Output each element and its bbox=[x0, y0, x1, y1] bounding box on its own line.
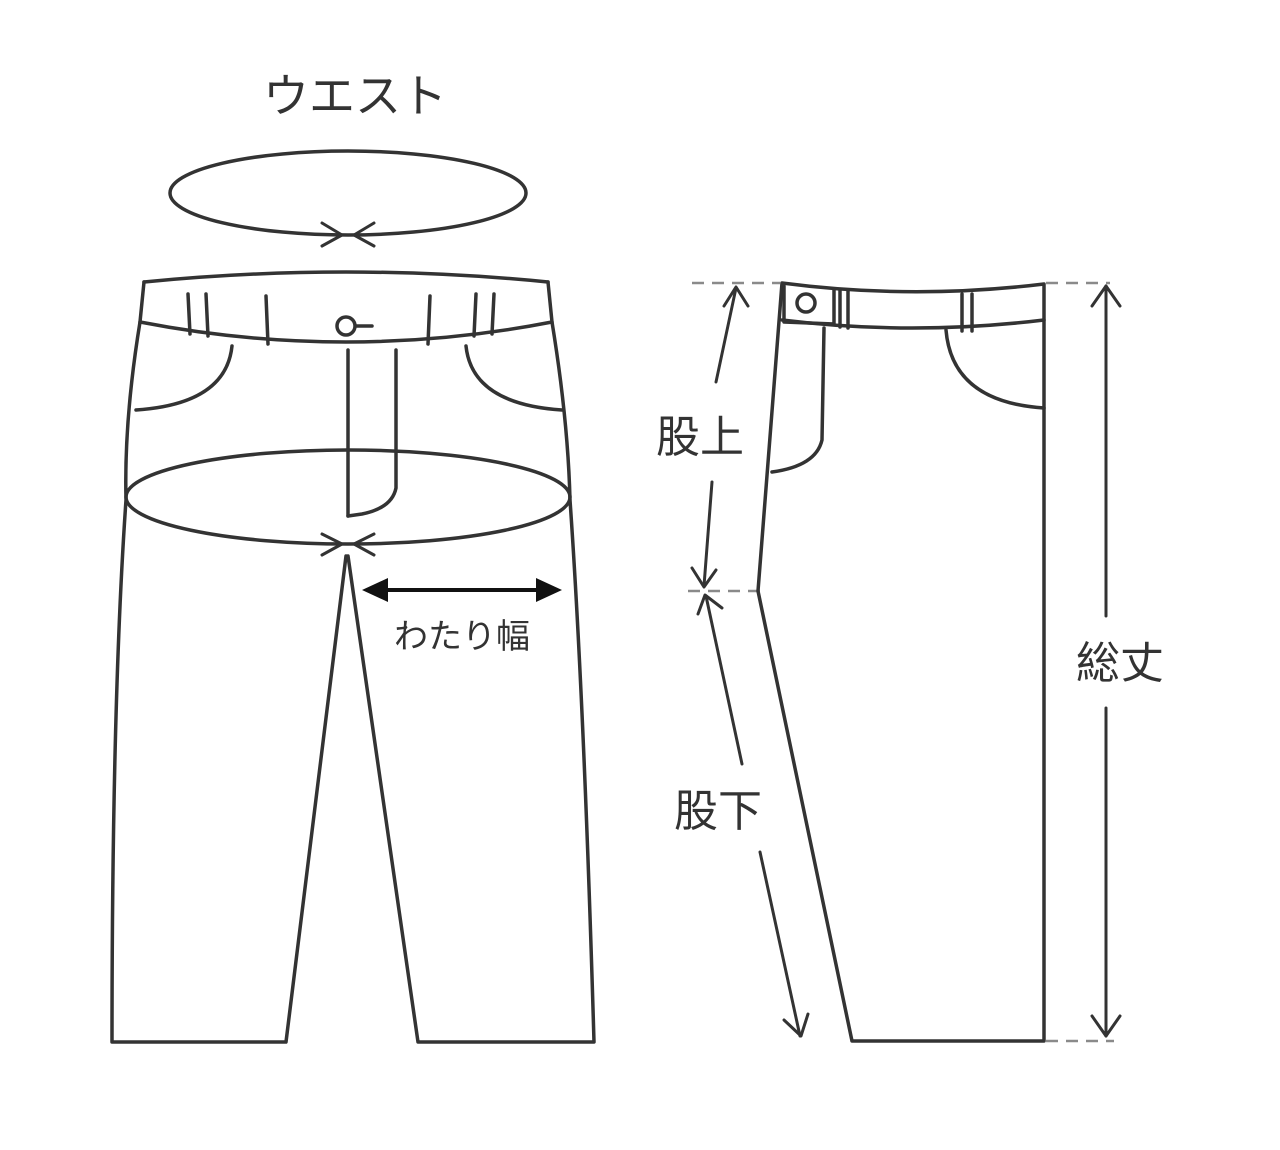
waist-ellipse bbox=[168, 149, 528, 237]
thigh-width-arrowhead-left-icon bbox=[362, 578, 388, 602]
front-waistband-seam-left bbox=[264, 294, 270, 346]
front-waistband-seam-right bbox=[426, 294, 432, 346]
thigh-width-arrowhead-right-icon bbox=[536, 578, 562, 602]
rise-arrowhead-top-icon bbox=[722, 285, 750, 308]
total-length-arrowhead-bottom-icon bbox=[1090, 1014, 1122, 1038]
hip-arrowhead-right-icon bbox=[352, 532, 376, 557]
side-belt-loop-right bbox=[960, 292, 974, 333]
rise-arrow-lower bbox=[702, 480, 714, 588]
hip-arrowhead-left-icon bbox=[320, 532, 344, 557]
side-button-icon bbox=[795, 292, 817, 314]
waist-arrowhead-left-icon bbox=[320, 221, 344, 248]
front-belt-loop-right bbox=[472, 292, 496, 338]
inseam-arrowhead-bottom-icon bbox=[782, 1012, 810, 1038]
front-waistband-bottom bbox=[138, 320, 554, 344]
waist-arrowhead-right-icon bbox=[352, 221, 376, 248]
side-outline bbox=[756, 281, 1046, 1043]
total-length-label: 総丈 bbox=[1076, 638, 1164, 689]
inseam-arrow-lower bbox=[758, 850, 802, 1038]
side-fly bbox=[770, 326, 826, 474]
rise-arrowhead-bottom-icon bbox=[690, 566, 718, 589]
front-button-icon bbox=[335, 315, 357, 337]
front-pocket-left bbox=[134, 344, 234, 412]
inseam-label: 股下 bbox=[674, 786, 762, 837]
hip-ellipse bbox=[124, 448, 572, 546]
front-fly-curve bbox=[346, 348, 398, 518]
waist-label: ウエスト bbox=[263, 69, 447, 123]
side-pocket bbox=[944, 328, 1046, 410]
side-view: 股上 股下 総丈 bbox=[656, 281, 1164, 1043]
rise-arrow-upper bbox=[714, 286, 738, 384]
front-view: ウエスト わたり幅 bbox=[110, 69, 596, 1044]
front-waistband-top bbox=[142, 270, 550, 284]
front-outline-left bbox=[110, 280, 348, 1044]
side-belt-loop-left bbox=[838, 288, 850, 330]
front-pocket-right bbox=[464, 344, 564, 412]
rise-label: 股上 bbox=[656, 412, 744, 463]
front-outline-right bbox=[346, 280, 596, 1044]
inseam-arrowhead-top-icon bbox=[696, 593, 724, 616]
total-length-arrowhead-top-icon bbox=[1090, 284, 1122, 308]
inseam-arrow-upper bbox=[704, 594, 744, 766]
side-tab bbox=[782, 284, 836, 326]
front-belt-loop-left bbox=[186, 292, 210, 338]
thigh-width-label: わたり幅 bbox=[394, 617, 530, 657]
